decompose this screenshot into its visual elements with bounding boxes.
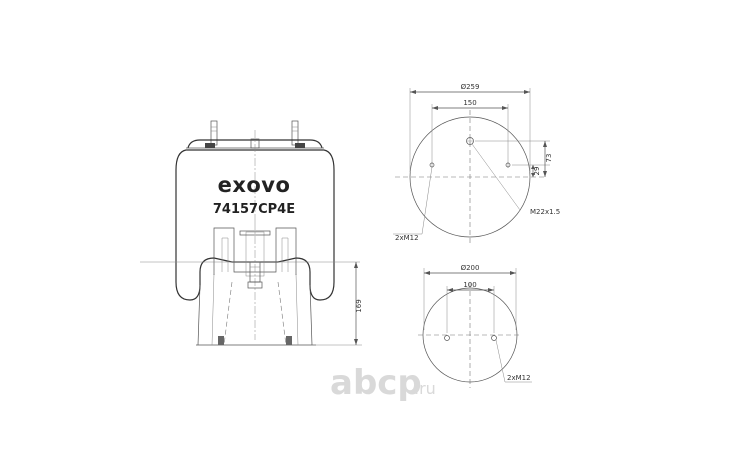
offset-29-label: 29 <box>533 167 541 176</box>
bottom-plate-view: Ø200 100 2xM12 <box>418 264 532 388</box>
watermark-text: abcp <box>330 363 422 403</box>
bottom-hole-spacing-label: 100 <box>463 281 476 289</box>
watermark: abcp .ru <box>330 363 436 403</box>
bottom-diameter-label: Ø200 <box>461 264 480 272</box>
brand-logo: exovo <box>218 173 291 197</box>
side-view: 169 exovo 74157CP4E <box>140 120 363 346</box>
top-diameter-label: Ø259 <box>461 83 480 91</box>
top-stud-right <box>291 120 299 146</box>
top-stud-left <box>210 120 218 146</box>
inner-bracket <box>213 222 297 340</box>
offset-73-label: 73 <box>545 154 553 163</box>
bottom-stud-right <box>286 336 292 345</box>
height-label: 169 <box>355 299 363 312</box>
piston <box>196 273 316 346</box>
watermark-suffix: .ru <box>414 379 436 398</box>
top-thread-holes-label: 2xM12 <box>395 234 419 242</box>
top-hole-spacing-label: 150 <box>463 99 476 107</box>
bottom-stud-left <box>218 336 224 345</box>
bottom-thread-holes-label: 2xM12 <box>507 374 531 382</box>
top-hole-right <box>505 162 511 168</box>
center-thread-label: M22x1.5 <box>530 208 560 216</box>
top-plate-view: Ø259 150 73 29 M22x1.5 2xM12 <box>393 83 560 244</box>
bottom-hole-left <box>444 335 450 341</box>
bottom-hole-right <box>491 335 497 341</box>
part-number: 74157CP4E <box>213 202 295 217</box>
height-dimension: 169 <box>312 262 363 346</box>
